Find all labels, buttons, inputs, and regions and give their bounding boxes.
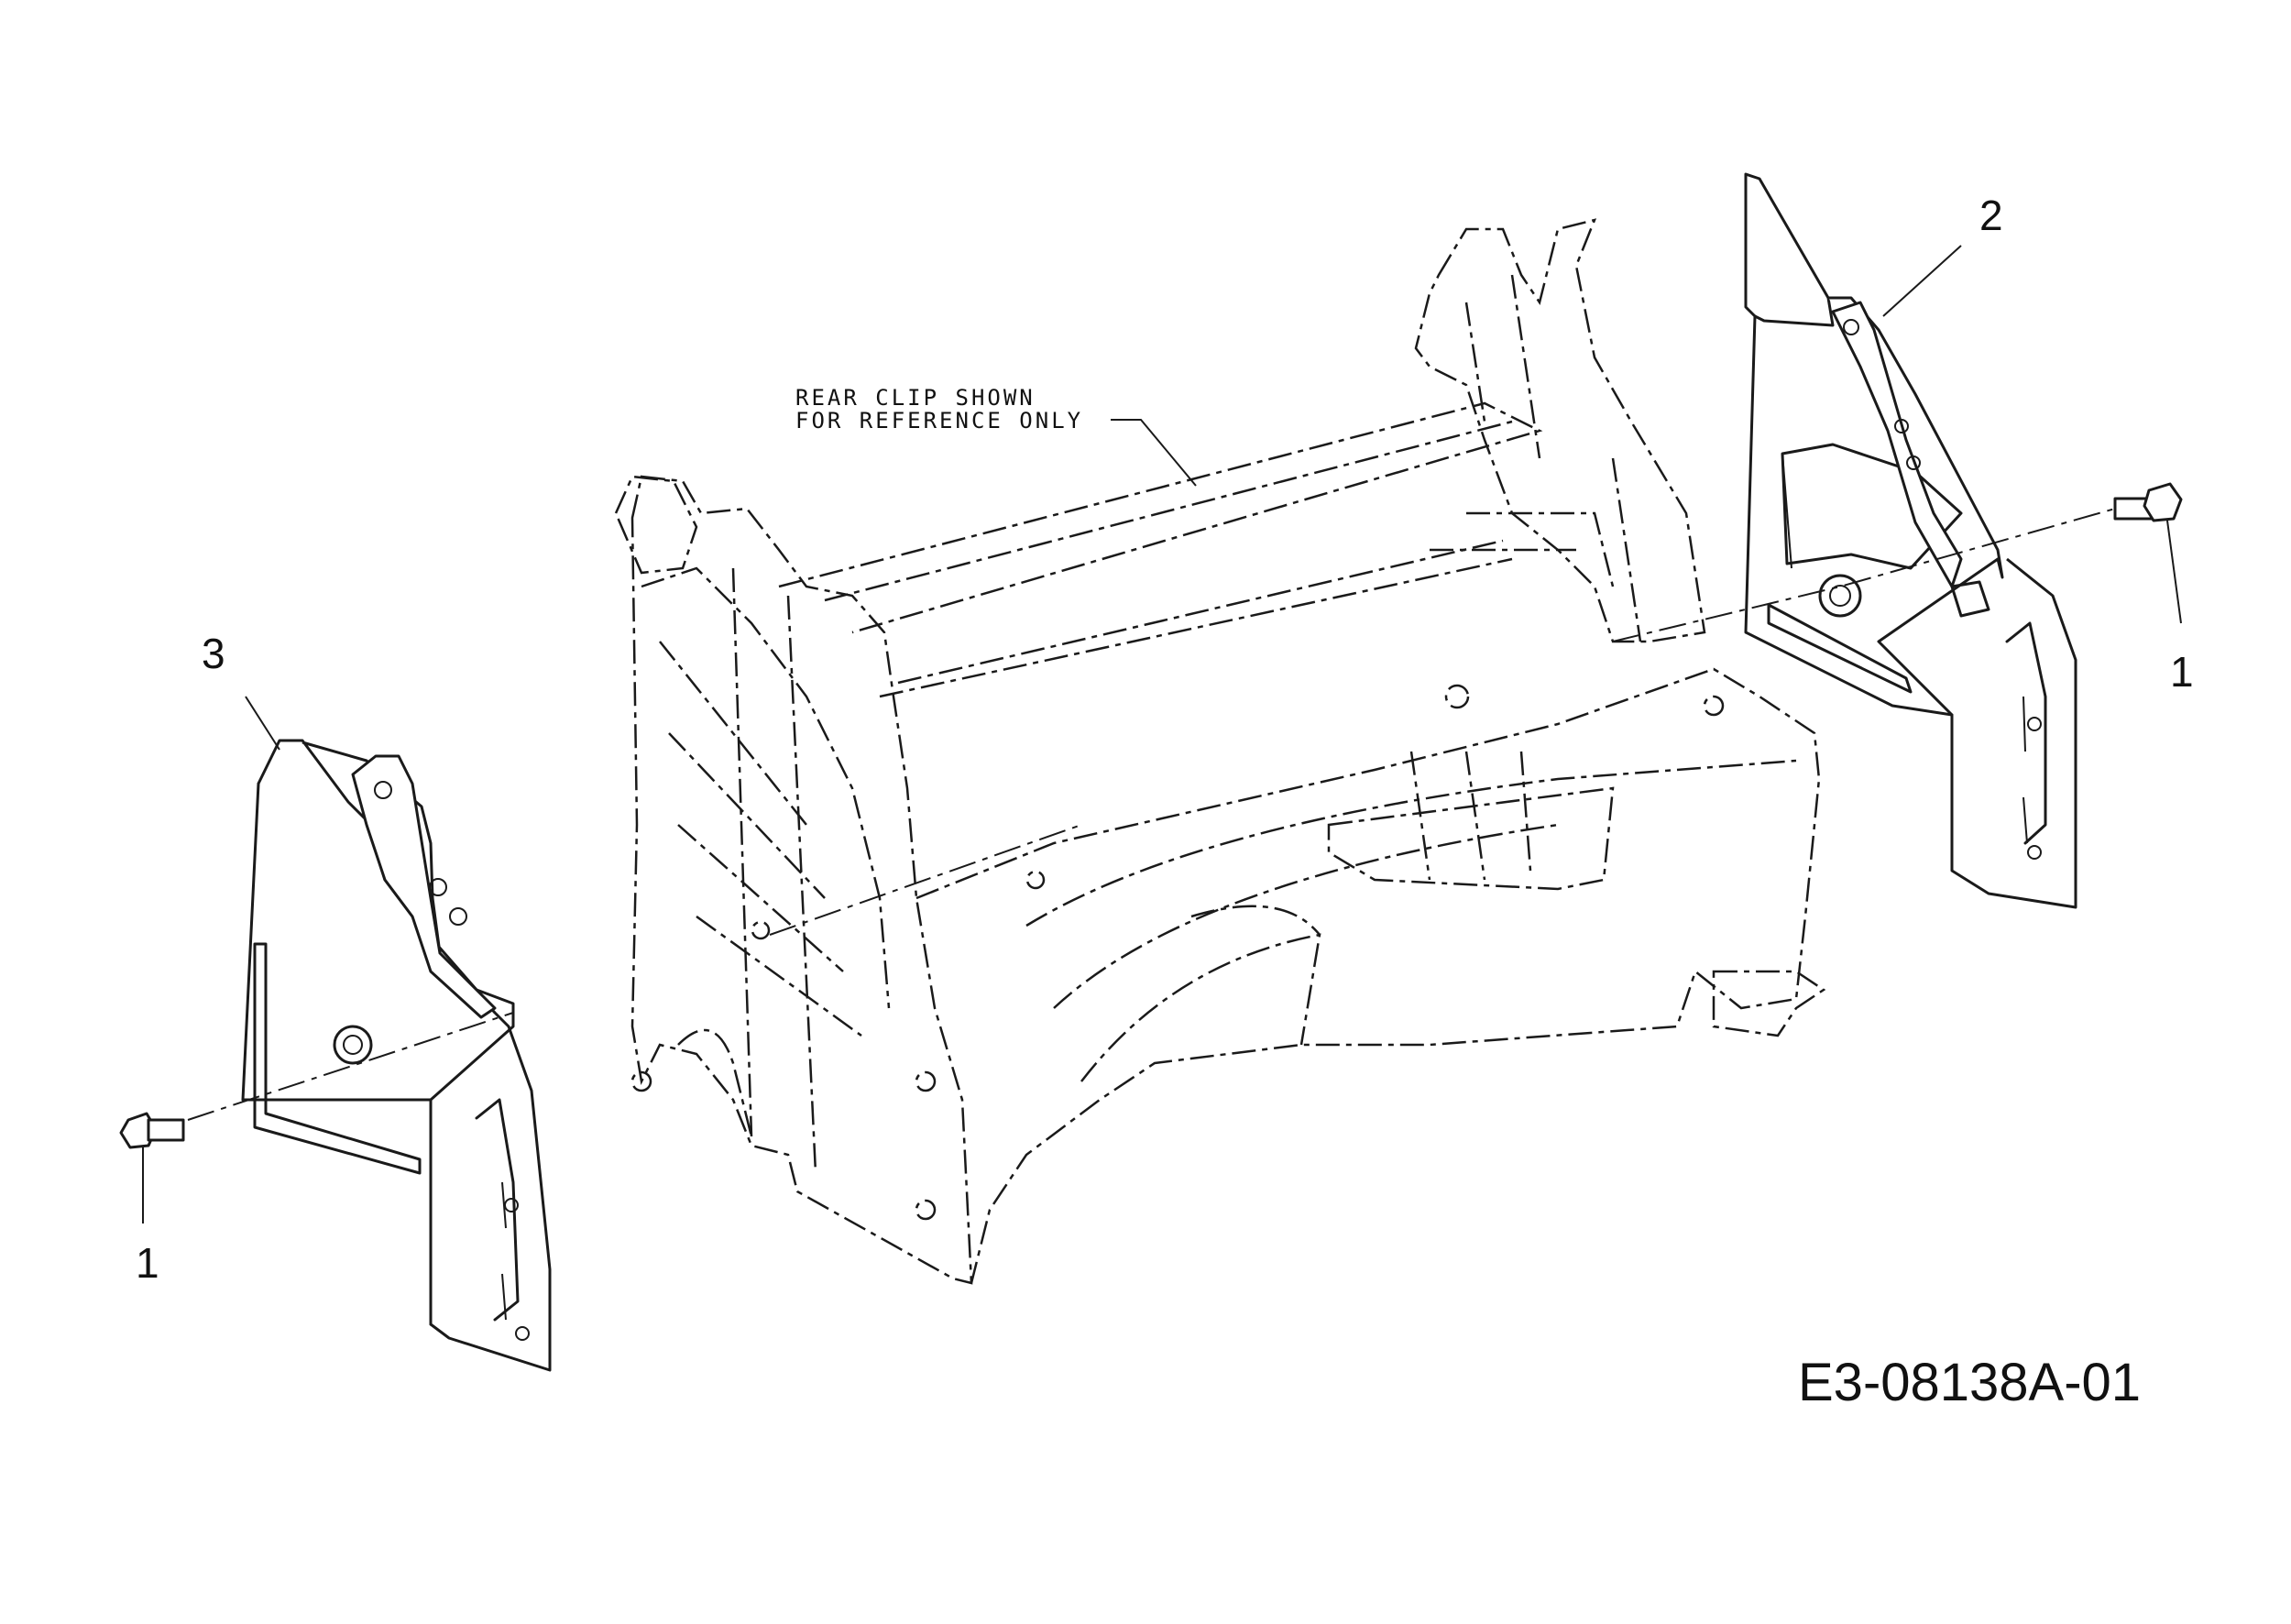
- left-side-plate: [241, 739, 552, 1372]
- leader-note: [1111, 419, 1197, 487]
- rear-clip-frame: [614, 218, 1826, 1285]
- right-bolt: [2113, 482, 2183, 522]
- left-bolt: [119, 1112, 185, 1149]
- callout-1-right: 1: [2170, 648, 2194, 696]
- reference-note-line-2: FOR REFERENCE ONLY: [795, 408, 1084, 434]
- leader-callout-3: [245, 696, 280, 751]
- right-side-plate: [1744, 172, 2077, 909]
- drawing-id: E3-08138A-01: [1798, 1353, 2142, 1412]
- callout-3: 3: [202, 630, 225, 677]
- callout-2: 2: [1979, 192, 2003, 239]
- reference-note: REAR CLIP SHOWN FOR REFERENCE ONLY: [795, 385, 1084, 434]
- leader-callout-1-right: [2166, 520, 2182, 624]
- reference-note-line-1: REAR CLIP SHOWN: [795, 385, 1036, 411]
- assembly-axis-line: [187, 508, 2116, 1121]
- callout-1-left: 1: [136, 1239, 159, 1287]
- leader-callout-2: [1882, 245, 1962, 317]
